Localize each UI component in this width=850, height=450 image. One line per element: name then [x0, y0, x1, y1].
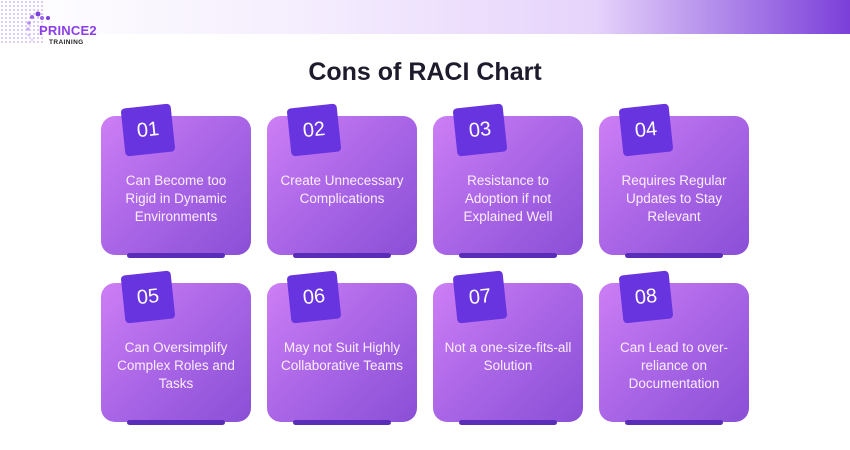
- card-number-badge: 08: [618, 270, 674, 324]
- logo: PRINCE2 TRAINING: [26, 10, 97, 46]
- card-bottom-bar: [459, 253, 557, 258]
- card-number-badge: 04: [618, 103, 674, 157]
- card-bottom-bar: [293, 420, 391, 425]
- card-bottom-bar: [127, 253, 225, 258]
- card-text: Create Unnecessary Complications: [280, 173, 404, 206]
- card-bottom-bar: [459, 420, 557, 425]
- logo-subtitle: TRAINING: [49, 39, 84, 46]
- card-bottom-bar: [293, 253, 391, 258]
- page-title: Cons of RACI Chart: [308, 58, 542, 86]
- card-number-badge: 01: [120, 103, 176, 157]
- card-text: Requires Regular Updates to Stay Relevan…: [621, 173, 727, 224]
- card-number-badge: 06: [286, 270, 342, 324]
- card-number-badge: 02: [286, 103, 342, 157]
- card-number-badge: 05: [120, 270, 176, 324]
- card-text: Resistance to Adoption if not Explained …: [463, 173, 553, 224]
- header-band: [0, 0, 850, 34]
- card-text: Can Become too Rigid in Dynamic Environm…: [125, 173, 227, 224]
- card-bottom-bar: [625, 253, 723, 258]
- card-text: Can Lead to over-reliance on Documentati…: [619, 340, 729, 391]
- card-text: May not Suit Highly Collaborative Teams: [280, 340, 404, 373]
- card-number-badge: 03: [452, 103, 508, 157]
- card-text: Can Oversimplify Complex Roles and Tasks: [117, 340, 235, 391]
- card-number-badge: 07: [452, 270, 508, 324]
- logo-dots-icon: [26, 11, 50, 42]
- card-bottom-bar: [625, 420, 723, 425]
- card-bottom-bar: [127, 420, 225, 425]
- logo-name: PRINCE2: [39, 23, 97, 38]
- card-text: Not a one-size-fits-all Solution: [444, 340, 572, 373]
- dot-pattern: [0, 0, 45, 45]
